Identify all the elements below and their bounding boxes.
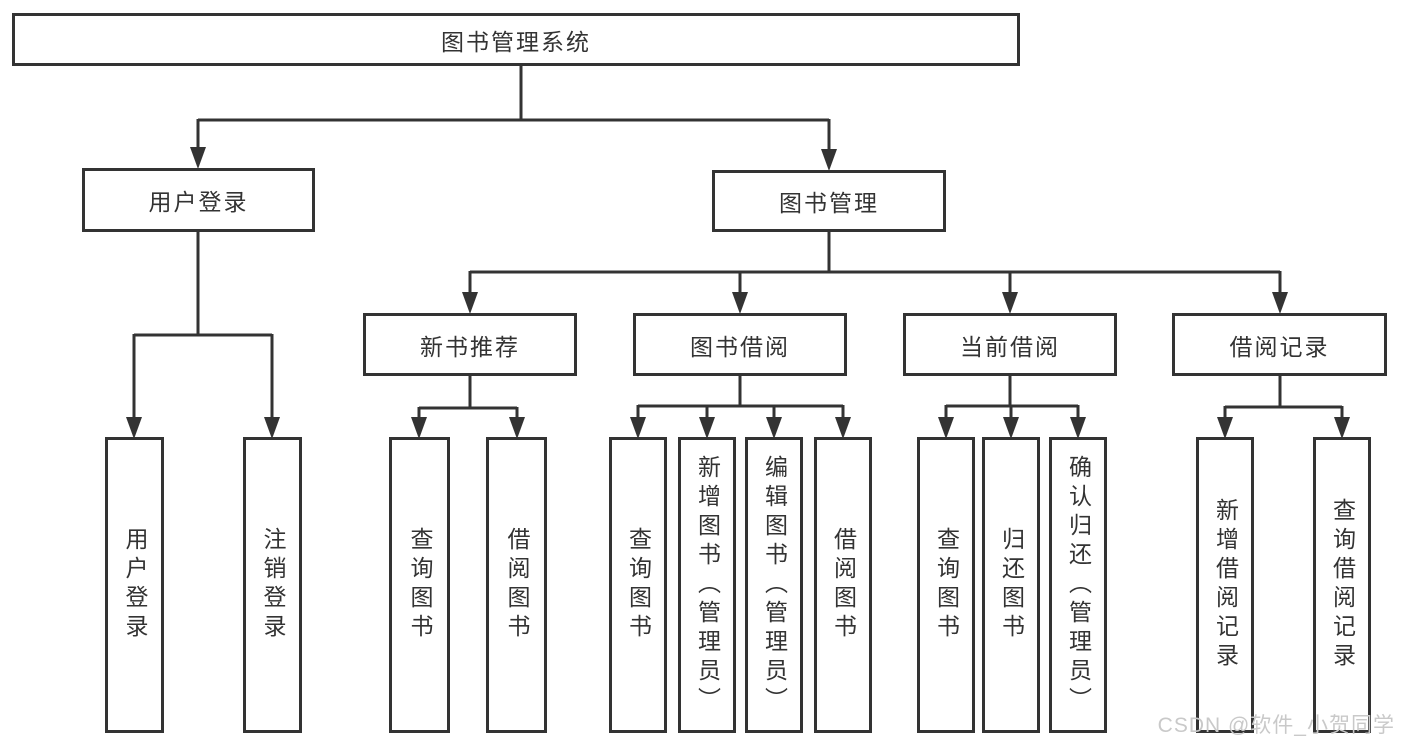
arrow-down-icon (126, 417, 142, 439)
leaf-borrow-books: 借阅图书 (814, 437, 872, 733)
node-label: 归还图书 (998, 527, 1025, 643)
node-book-management: 图书管理 (712, 170, 946, 232)
arrow-down-icon (1070, 417, 1086, 439)
arrow-down-icon (1217, 417, 1233, 439)
arrow-down-icon (835, 417, 851, 439)
arrow-down-icon (938, 417, 954, 439)
node-new-book-recommend: 新书推荐 (363, 313, 577, 376)
node-label: 查询图书 (933, 527, 960, 643)
node-label: 新书推荐 (420, 333, 520, 360)
node-label: 借阅记录 (1229, 333, 1330, 360)
node-label: 图书管理 (779, 190, 879, 216)
watermark: CSDN @软件_小贺同学 (1157, 714, 1395, 737)
arrow-down-icon (1003, 417, 1019, 439)
node-label: 查询图书 (625, 527, 652, 643)
node-book-borrow: 图书借阅 (633, 313, 847, 376)
node-label: 用户登录 (148, 189, 249, 215)
leaf-user-login: 用户登录 (105, 437, 164, 733)
leaf-edit-books-admin: 编辑图书（管理员） (745, 437, 803, 733)
arrow-down-icon (1334, 417, 1350, 439)
leaf-query-books: 查询图书 (917, 437, 975, 733)
node-label: 当前借阅 (960, 333, 1060, 360)
node-label: 编辑图书（管理员） (761, 454, 788, 716)
arrow-down-icon (630, 417, 646, 439)
node-root: 图书管理系统 (12, 13, 1020, 66)
arrow-down-icon (509, 417, 525, 439)
arrow-down-icon (766, 417, 782, 439)
leaf-query-books: 查询图书 (609, 437, 667, 733)
leaf-return-books: 归还图书 (982, 437, 1040, 733)
node-label: 注销登录 (260, 527, 286, 643)
leaf-add-books-admin: 新增图书（管理员） (678, 437, 736, 733)
node-label: 借阅图书 (504, 527, 530, 643)
leaf-borrow-books: 借阅图书 (486, 437, 547, 733)
node-label: 查询图书 (407, 527, 433, 643)
arrow-down-icon (732, 292, 748, 314)
arrow-down-icon (699, 417, 715, 439)
node-borrow-records: 借阅记录 (1172, 313, 1387, 376)
arrow-down-icon (1272, 292, 1288, 314)
leaf-query-books: 查询图书 (389, 437, 450, 733)
node-label: 用户登录 (122, 527, 148, 643)
arrow-down-icon (1002, 292, 1018, 314)
arrow-down-icon (821, 149, 837, 171)
leaf-add-borrow-record: 新增借阅记录 (1196, 437, 1254, 733)
node-label: 新增图书（管理员） (694, 454, 721, 716)
node-current-borrow: 当前借阅 (903, 313, 1117, 376)
arrow-down-icon (462, 292, 478, 314)
arrowheads (126, 147, 1350, 439)
node-label: 借阅图书 (830, 527, 857, 643)
node-label: 确认归还（管理员） (1065, 454, 1092, 716)
node-label: 图书借阅 (690, 333, 790, 360)
arrow-down-icon (264, 417, 280, 439)
leaf-confirm-return-admin: 确认归还（管理员） (1049, 437, 1107, 733)
arrow-down-icon (190, 147, 206, 169)
leaf-query-borrow-record: 查询借阅记录 (1313, 437, 1371, 733)
node-user-login: 用户登录 (82, 168, 315, 232)
node-root-label: 图书管理系统 (441, 28, 591, 55)
arrow-down-icon (411, 417, 427, 439)
node-label: 查询借阅记录 (1329, 498, 1356, 672)
node-label: 新增借阅记录 (1212, 498, 1239, 672)
leaf-logout: 注销登录 (243, 437, 302, 733)
